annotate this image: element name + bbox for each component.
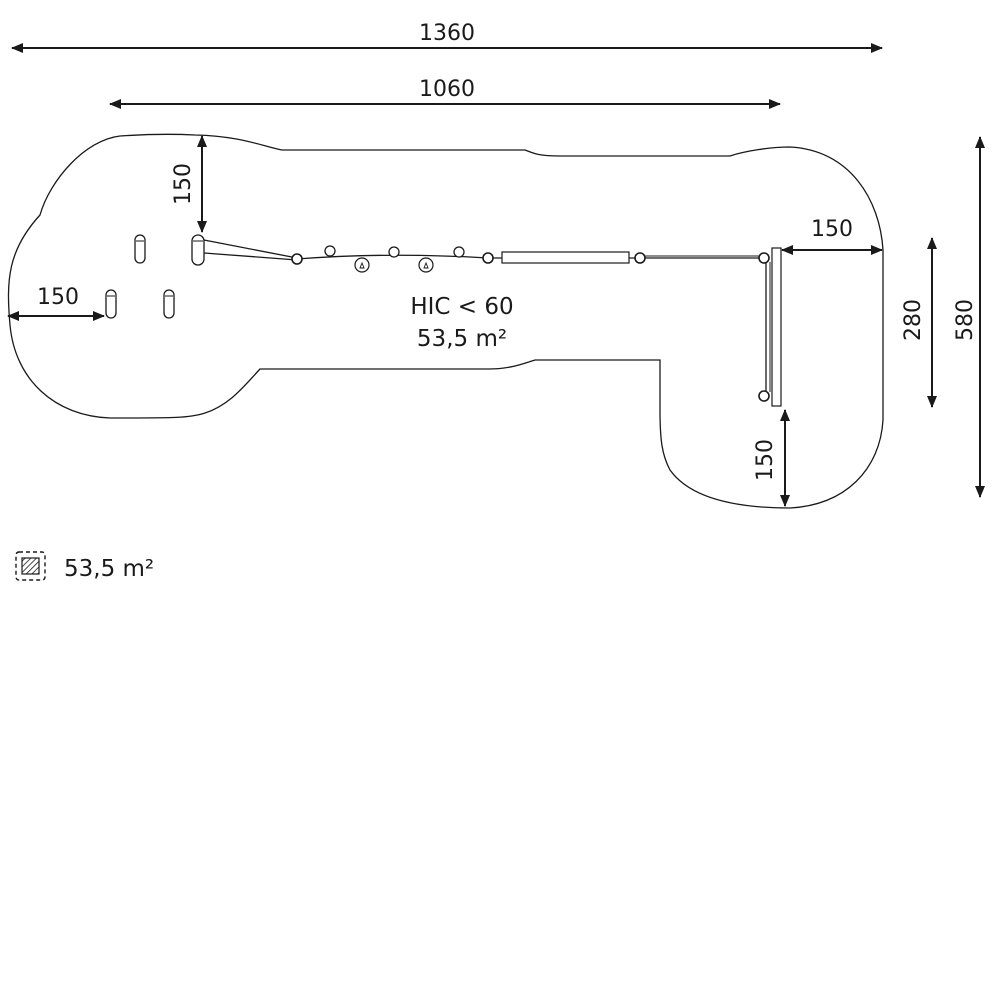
dimension-bottom-right-offset: 150 [753, 409, 790, 507]
dimension-left-offset-label: 150 [37, 285, 79, 310]
post-left-bottom-a [105, 289, 117, 319]
post-left-bottom-b [163, 289, 175, 319]
dimension-overall-width-label: 1360 [419, 21, 475, 46]
post-left-top [134, 234, 146, 264]
hic-label: HIC < 60 [410, 294, 513, 320]
dimension-right-offset-label: 150 [811, 217, 853, 242]
wall-panel [771, 247, 782, 407]
area-label: 53,5 m² [417, 326, 507, 352]
triangle-markers [354, 257, 434, 273]
dimension-overall-width: 1360 [11, 21, 883, 53]
dimension-top-left-offset-label: 150 [171, 163, 196, 205]
dimension-top-left-offset: 150 [171, 135, 207, 233]
legend-area-value: 53,5 m² [64, 556, 154, 582]
dimension-right-offset: 150 [781, 217, 883, 255]
safety-zone-outline [7, 133, 884, 509]
dimension-inner-width-label: 1060 [419, 77, 475, 102]
dimension-overall-height-label: 580 [953, 299, 978, 341]
stepping-posts [324, 245, 465, 258]
rope-posts [291, 252, 770, 402]
dimension-inner-height: 280 [901, 237, 937, 408]
dimension-inner-width: 1060 [109, 77, 781, 109]
post-left-mid [191, 234, 205, 266]
dimension-left-offset: 150 [7, 285, 105, 321]
balance-beam [501, 251, 630, 264]
legend: 53,5 m² [15, 551, 154, 582]
dimension-overall-height: 580 [953, 136, 985, 498]
rope-course [203, 239, 782, 407]
dimension-bottom-right-offset-label: 150 [753, 439, 778, 481]
dimension-inner-height-label: 280 [901, 299, 926, 341]
hatched-square-icon [15, 551, 46, 581]
